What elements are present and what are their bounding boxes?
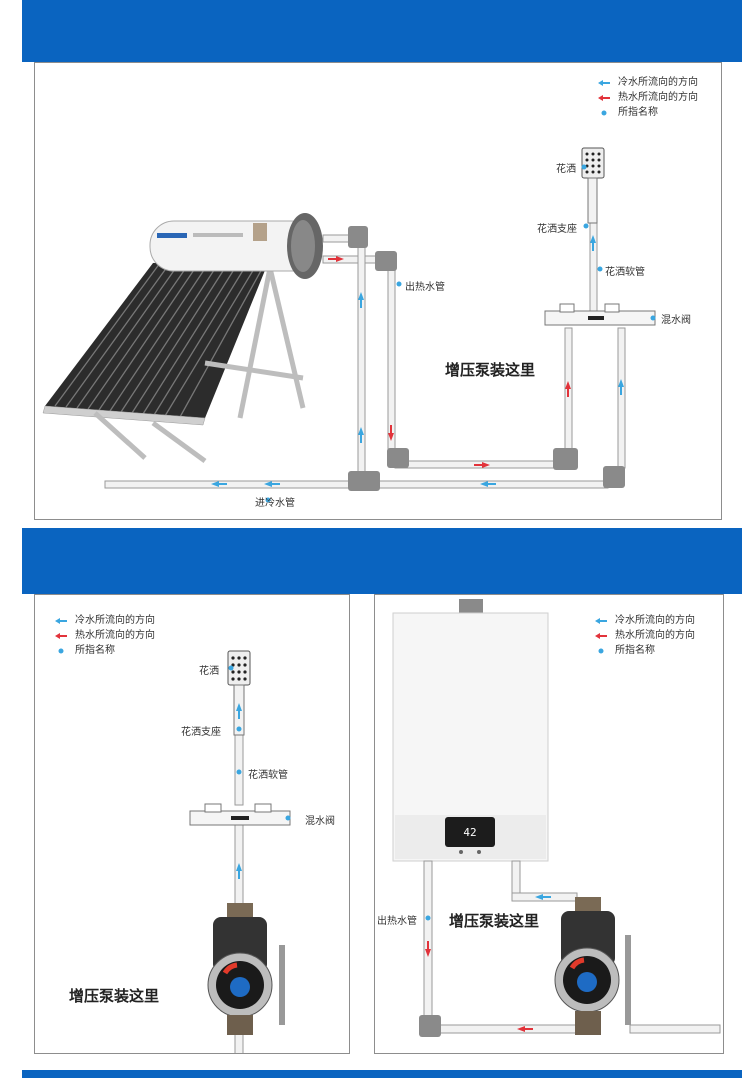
legend-point: 所指名称 [55, 643, 155, 658]
name-pointer-dots [265, 164, 656, 503]
solar-water-heater [42, 213, 323, 464]
solar-heater-drawing [42, 147, 656, 503]
shower-pump-diagram: 冷水所流向的方向 热水所流向的方向 所指名称 花洒 花洒支座 花洒软管 混水阀 … [34, 594, 350, 1054]
mixing-valve-label: 混水阀 [661, 315, 691, 326]
pump-location-text: 增压泵装这里 [69, 987, 160, 1005]
cold-arrow-icon [595, 617, 607, 624]
dot-icon [598, 648, 604, 653]
cold-inlet-pipe-label: 进冷水管 [255, 498, 295, 509]
cold-flow-arrows [211, 235, 624, 487]
legend: 冷水所流向的方向 热水所流向的方向 所指名称 [55, 613, 155, 658]
gas-heater-pump-drawing: 42 [392, 599, 721, 1037]
hot-outlet-pipe-label: 出热水管 [405, 282, 445, 293]
legend-hot-label: 热水所流向的方向 [615, 630, 695, 641]
shower-holder-label: 花洒支座 [537, 224, 577, 235]
legend-hot-label: 热水所流向的方向 [618, 92, 698, 103]
shower-pump-drawing [189, 650, 291, 1053]
legend: 冷水所流向的方向 热水所流向的方向 所指名称 [598, 75, 698, 120]
hot-flow-arrows [328, 256, 571, 468]
legend-point-label: 所指名称 [75, 645, 115, 656]
legend-point-label: 所指名称 [618, 107, 658, 118]
shower-hose-label: 花洒软管 [605, 267, 645, 278]
display-readout: 42 [463, 826, 476, 839]
hot-arrow-icon [598, 94, 610, 101]
mixing-valve [544, 303, 656, 326]
showerhead-label: 花洒 [199, 666, 219, 677]
legend-hot-label: 热水所流向的方向 [75, 630, 155, 641]
legend-hot: 热水所流向的方向 [595, 628, 695, 643]
legend-cold-label: 冷水所流向的方向 [615, 615, 695, 626]
pump-location-text: 增压泵装这里 [449, 912, 540, 930]
legend-point: 所指名称 [598, 105, 698, 120]
showerhead-label: 花洒 [556, 164, 576, 175]
legend-cold: 冷水所流向的方向 [598, 75, 698, 90]
legend-hot: 热水所流向的方向 [55, 628, 155, 643]
middle-banner [22, 528, 742, 594]
cold-flow-arrows [535, 894, 551, 900]
hot-flow-arrows [425, 941, 533, 1032]
showerhead [581, 147, 605, 224]
legend-point-label: 所指名称 [615, 645, 655, 656]
legend-cold-label: 冷水所流向的方向 [618, 77, 698, 88]
legend-cold-label: 冷水所流向的方向 [75, 615, 155, 626]
booster-pump [554, 897, 631, 1035]
legend: 冷水所流向的方向 热水所流向的方向 所指名称 [595, 613, 695, 658]
cold-arrow-icon [55, 617, 67, 624]
name-pointer-dots [425, 915, 431, 921]
pipe-fittings [348, 226, 625, 491]
showerhead [227, 650, 251, 736]
legend-cold: 冷水所流向的方向 [595, 613, 695, 628]
legend-point: 所指名称 [595, 643, 695, 658]
hot-arrow-icon [595, 632, 607, 639]
legend-hot: 热水所流向的方向 [598, 90, 698, 105]
gas-heater-pump-diagram: 42 [374, 594, 724, 1054]
bottom-banner [22, 1070, 742, 1078]
gas-water-heater: 42 [392, 599, 549, 862]
mixing-valve-label: 混水阀 [305, 816, 335, 827]
booster-pump [207, 903, 285, 1035]
cold-arrow-icon [598, 79, 610, 86]
dot-icon [58, 648, 64, 653]
shower-hose-label: 花洒软管 [248, 770, 288, 781]
name-pointer-dots [228, 665, 291, 821]
hot-arrow-icon [55, 632, 67, 639]
legend-cold: 冷水所流向的方向 [55, 613, 155, 628]
dot-icon [601, 110, 607, 115]
mixing-valve [189, 803, 291, 826]
top-banner [22, 0, 742, 62]
pipe-fittings [419, 1015, 441, 1037]
solar-heater-diagram: 冷水所流向的方向 热水所流向的方向 所指名称 花洒 花洒支座 花洒软管 混水阀 … [34, 62, 722, 520]
shower-holder-label: 花洒支座 [181, 727, 221, 738]
pump-location-text: 增压泵装这里 [445, 361, 536, 379]
hot-outlet-pipe-label: 出热水管 [377, 916, 417, 927]
cold-flow-arrows [236, 703, 242, 879]
